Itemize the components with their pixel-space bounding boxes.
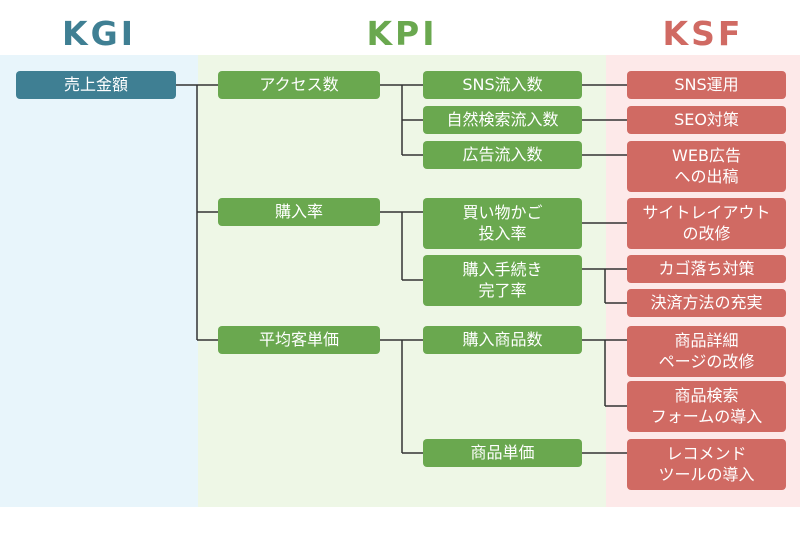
kgi-sales-amount: 売上金額 <box>16 71 176 99</box>
ksf-product-search-form: 商品検索 フォームの導入 <box>627 381 786 432</box>
ksf-recommend-tool: レコメンド ツールの導入 <box>627 439 786 490</box>
kpi-checkout-completion-rate: 購入手続き 完了率 <box>423 255 582 306</box>
kpi-items-purchased: 購入商品数 <box>423 326 582 354</box>
kpi-organic-search-inflow: 自然検索流入数 <box>423 106 582 134</box>
ksf-site-layout: サイトレイアウト の改修 <box>627 198 786 249</box>
ksf-cart-abandonment: カゴ落ち対策 <box>627 255 786 283</box>
kpi-unit-price: 商品単価 <box>423 439 582 467</box>
kpi-purchase-rate: 購入率 <box>218 198 380 226</box>
ksf-payment-methods: 決済方法の充実 <box>627 289 786 317</box>
kpi-average-order-value: 平均客単価 <box>218 326 380 354</box>
kgi-column-background <box>0 55 198 507</box>
kpi-cart-add-rate: 買い物かご 投入率 <box>423 198 582 249</box>
ksf-seo: SEO対策 <box>627 106 786 134</box>
ksf-web-ads: WEB広告 への出稿 <box>627 141 786 192</box>
kgi-header: KGI <box>62 14 136 53</box>
kpi-ad-inflow: 広告流入数 <box>423 141 582 169</box>
kpi-sns-inflow: SNS流入数 <box>423 71 582 99</box>
ksf-product-detail-page: 商品詳細 ページの改修 <box>627 326 786 377</box>
ksf-header: KSF <box>662 14 744 53</box>
kpi-access-count: アクセス数 <box>218 71 380 99</box>
ksf-sns-operation: SNS運用 <box>627 71 786 99</box>
kpi-header: KPI <box>366 14 438 53</box>
